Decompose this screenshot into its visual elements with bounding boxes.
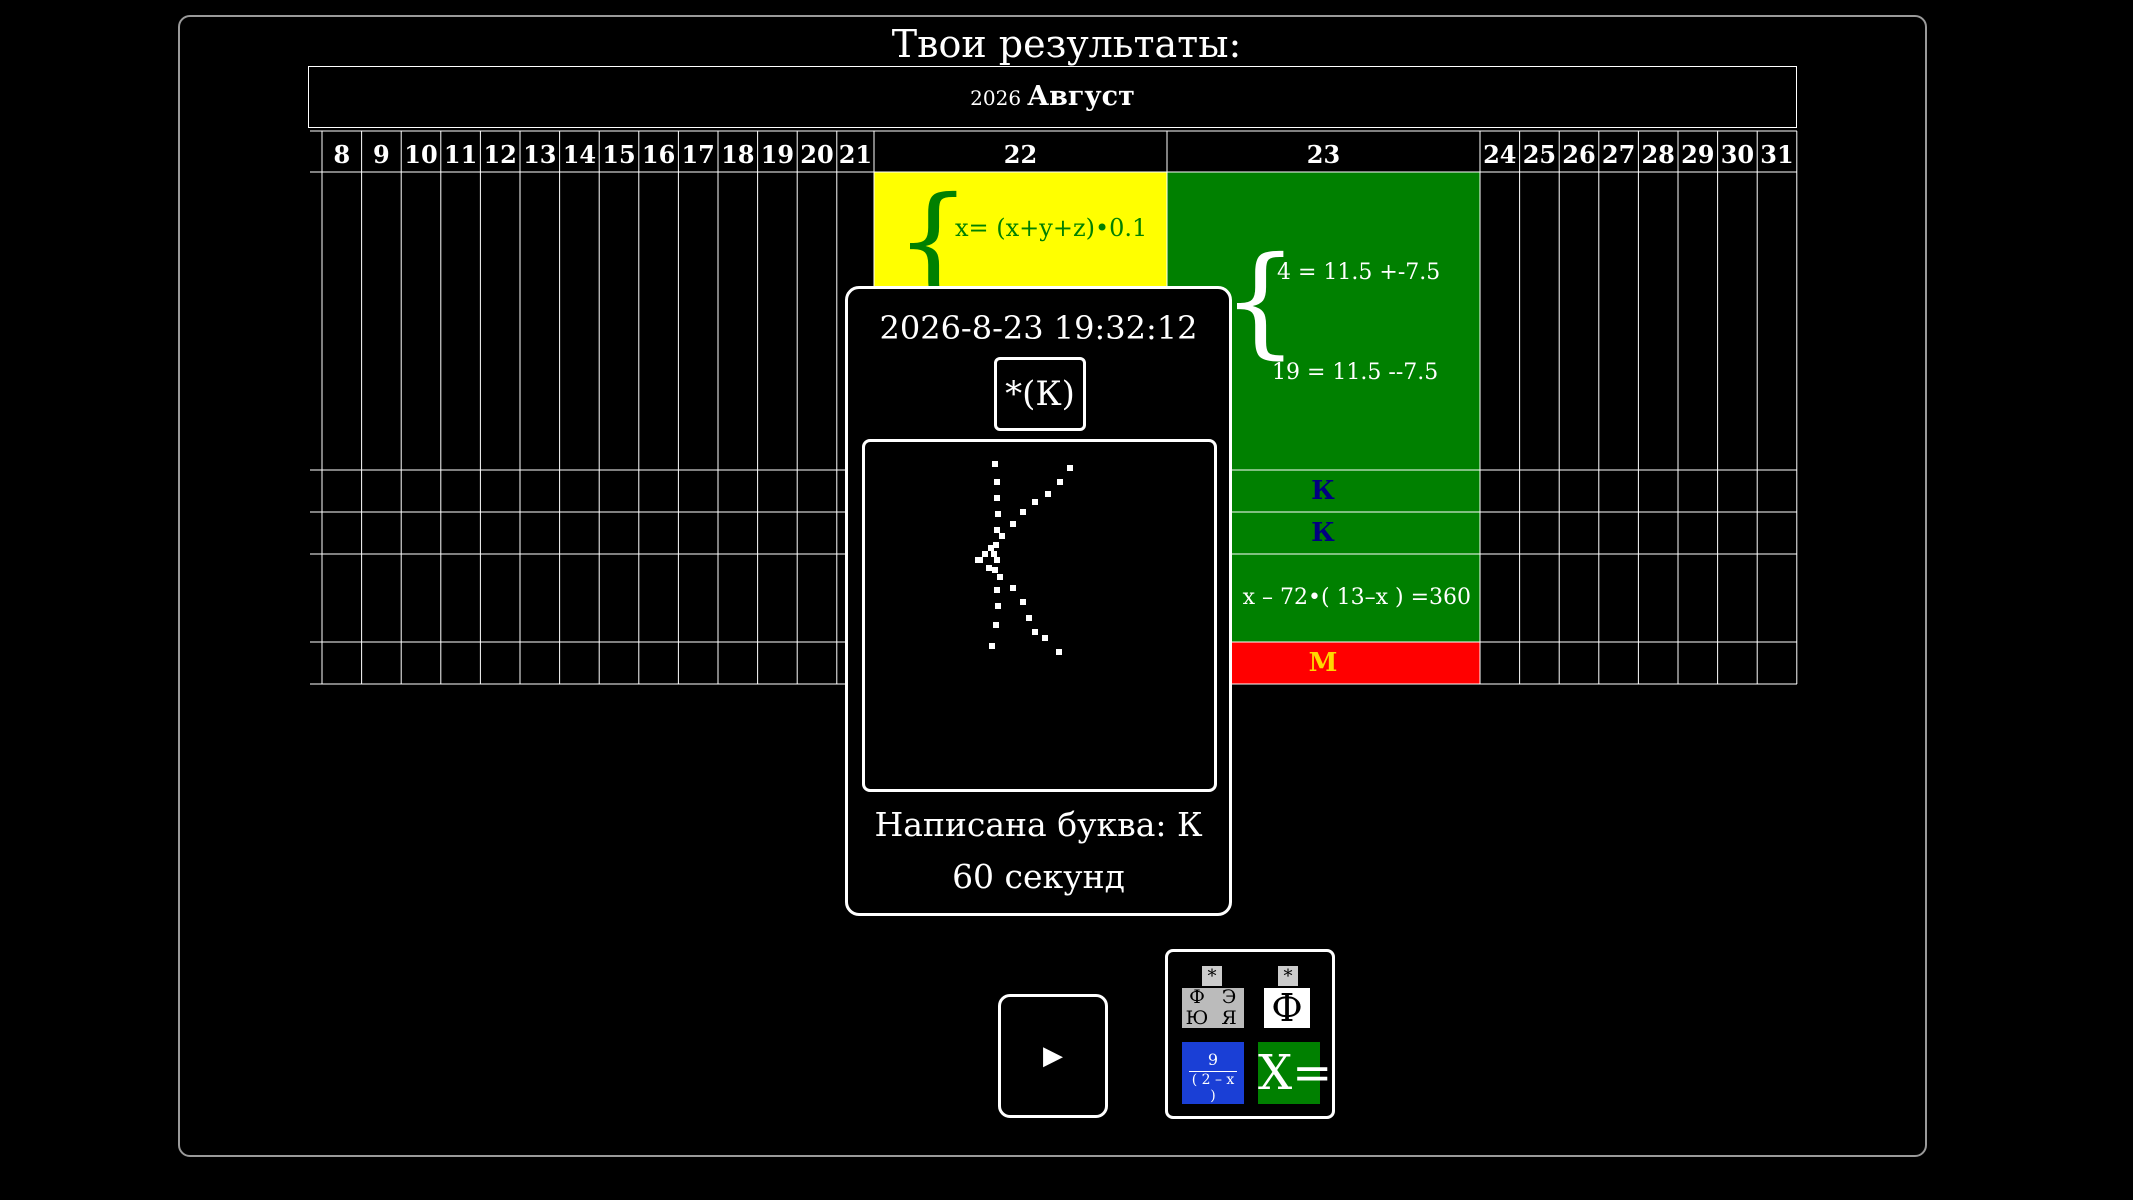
stroke-dot <box>1010 585 1016 591</box>
popup-code: *(К) <box>994 357 1086 431</box>
stroke-dot <box>988 545 994 551</box>
day-label[interactable]: 24 <box>1483 140 1516 169</box>
fraction-denominator: ( 2 – x ) <box>1189 1071 1237 1104</box>
result-popup: 2026-8-23 19:32:12 *(К) Написана буква: … <box>845 286 1232 916</box>
stroke-dot <box>1045 491 1051 497</box>
stroke-dot <box>995 511 1001 517</box>
day-label[interactable]: 28 <box>1641 140 1674 169</box>
page-title: Твои результаты: <box>891 22 1242 66</box>
day23-row2[interactable]: К <box>1311 475 1335 506</box>
day23-row4[interactable]: x – 72•( 13–x ) =360 <box>1242 585 1471 610</box>
stroke-dot <box>993 622 999 628</box>
star-icon: * <box>1202 966 1222 987</box>
stroke-dot <box>1056 649 1062 655</box>
day-label[interactable]: 16 <box>642 140 675 169</box>
stroke-dot <box>993 542 999 548</box>
day-label[interactable]: 17 <box>681 140 714 169</box>
day-label[interactable]: 9 <box>373 140 390 169</box>
day-label[interactable]: 23 <box>1307 140 1340 169</box>
day-label[interactable]: 30 <box>1721 140 1754 169</box>
stroke-dot <box>1010 521 1016 527</box>
day-label[interactable]: 31 <box>1760 140 1793 169</box>
brace-icon: { <box>895 172 972 311</box>
star-icon: * <box>1278 966 1298 987</box>
stroke-dot <box>994 527 1000 533</box>
popup-datetime: 2026-8-23 19:32:12 <box>879 309 1198 347</box>
stroke-dot <box>994 587 1000 593</box>
day22-equation: x= (x+y+z)•0.1 <box>955 214 1148 242</box>
day-label[interactable]: 25 <box>1523 140 1556 169</box>
stroke-dot <box>999 533 1005 539</box>
day-label[interactable]: 21 <box>839 140 872 169</box>
month-label: Август <box>1027 81 1135 112</box>
letters-mode-button[interactable]: * Ф Э Ю Я <box>1182 966 1244 1028</box>
fraction-mode-button[interactable]: 9 ( 2 – x ) <box>1182 1042 1244 1104</box>
year-label: 2026 <box>970 86 1022 110</box>
stroke-dot <box>994 479 1000 485</box>
popup-time-text: 60 секунд <box>952 857 1125 896</box>
stroke-dot <box>997 574 1003 580</box>
drawn-letter-dots <box>975 461 1073 655</box>
modes-panel: * Ф Э Ю Я * Ф 9 ( 2 – x ) X= <box>1165 949 1335 1119</box>
stroke-dot <box>1020 509 1026 515</box>
day-label[interactable]: 20 <box>800 140 833 169</box>
day-label[interactable]: 11 <box>444 140 477 169</box>
day-label[interactable]: 29 <box>1681 140 1714 169</box>
day23-system-cell[interactable]: { 4 = 11.5 +-7.5 19 = 11.5 --7.5 <box>1167 172 1479 469</box>
day-label[interactable]: 13 <box>523 140 556 169</box>
letters-grid: Ф Э Ю Я <box>1182 988 1244 1028</box>
play-button[interactable]: ▶ <box>998 994 1108 1118</box>
stroke-dot <box>992 461 998 467</box>
day-label[interactable]: 14 <box>563 140 596 169</box>
day22-cell[interactable]: { x= (x+y+z)•0.1 <box>873 172 1166 302</box>
stroke-dot <box>989 643 995 649</box>
day23-eq1: 4 = 11.5 +-7.5 <box>1277 260 1441 285</box>
drawing-canvas <box>862 439 1217 792</box>
equation-mode-button[interactable]: X= <box>1258 1042 1332 1104</box>
day-label[interactable]: 19 <box>761 140 794 169</box>
day-label[interactable]: 15 <box>602 140 635 169</box>
letter-cell: Я <box>1221 1007 1237 1029</box>
day-label[interactable]: 10 <box>404 140 437 169</box>
stroke-dot <box>1042 635 1048 641</box>
day-label[interactable]: 12 <box>483 140 516 169</box>
stroke-dot <box>991 551 997 557</box>
stroke-dot <box>1032 499 1038 505</box>
stroke-dot <box>995 603 1001 609</box>
day23-row3[interactable]: К <box>1311 517 1335 548</box>
fraction-numerator: 9 <box>1207 1050 1219 1069</box>
popup-letter-text: Написана буква: К <box>874 805 1203 844</box>
stroke-dot <box>986 565 992 571</box>
day-label[interactable]: 26 <box>1562 140 1595 169</box>
stroke-dot <box>994 495 1000 501</box>
stroke-dot <box>1032 629 1038 635</box>
stroke-dot <box>1067 465 1073 471</box>
window-frame <box>178 15 1927 1157</box>
drawing-mode-button[interactable]: * Ф <box>1258 966 1320 1028</box>
letter-cell: Ю <box>1185 1007 1209 1029</box>
play-icon: ▶ <box>1043 1041 1063 1071</box>
day23-eq2: 19 = 11.5 --7.5 <box>1272 360 1439 385</box>
day-label[interactable]: 18 <box>721 140 754 169</box>
brace-icon: { <box>1222 232 1299 371</box>
stroke-dot <box>1057 479 1063 485</box>
letter-cell: Э <box>1221 986 1237 1008</box>
stroke-dot <box>1026 615 1032 621</box>
day23-row5[interactable]: М <box>1308 647 1338 678</box>
drawn-glyph-icon: Ф <box>1264 988 1310 1028</box>
stroke-dot <box>1020 599 1026 605</box>
day-label[interactable]: 22 <box>1004 140 1037 169</box>
day-label[interactable]: 8 <box>333 140 350 169</box>
stroke-dot <box>994 557 1000 563</box>
letter-cell: Ф <box>1189 986 1205 1008</box>
day-label[interactable]: 27 <box>1602 140 1635 169</box>
stroke-dot <box>992 567 998 573</box>
stroke-dot <box>982 551 988 557</box>
stroke-dot <box>977 557 983 563</box>
